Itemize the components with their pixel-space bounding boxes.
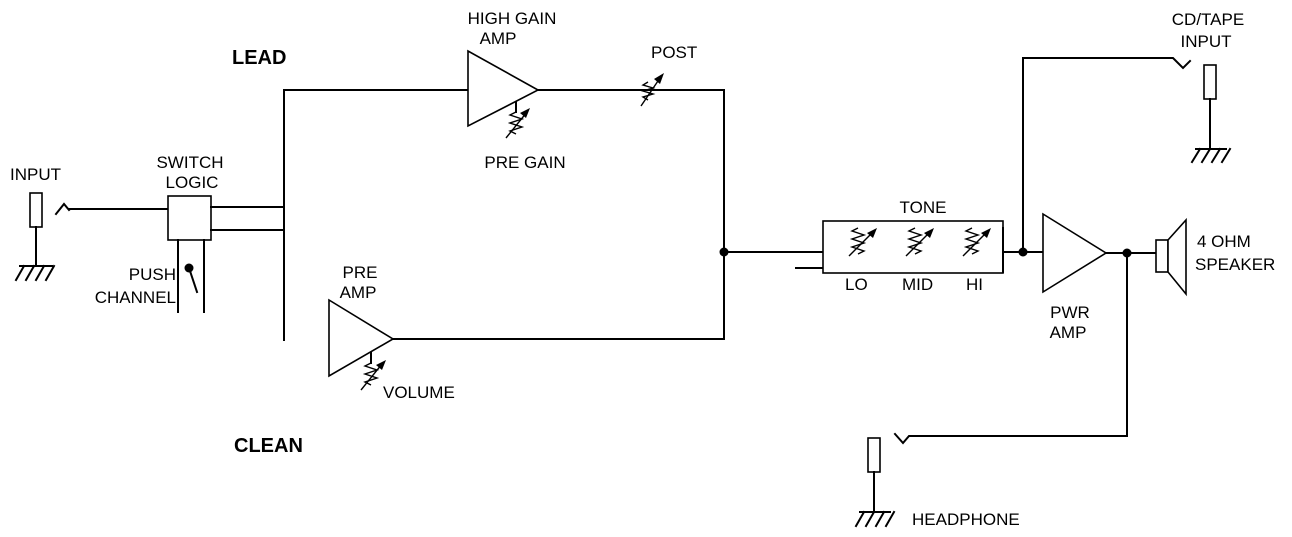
switch-logic-label-2: LOGIC [166,173,219,192]
lead-output-wire [537,89,725,253]
post-pot [640,73,664,107]
headphone-label: HEADPHONE [912,510,1020,529]
headphone-jack [854,437,896,528]
pre-gain-pot [505,101,530,139]
tone-hi-label: HI [966,275,983,294]
push-label: PUSH [129,265,176,284]
hi-pot [962,227,991,257]
pre-amp-triangle [328,298,395,378]
high-gain-amp-label: AMP [480,29,517,48]
tone-lo-label: LO [845,275,868,294]
pre-gain-label: PRE GAIN [484,153,565,172]
volume-label: VOLUME [383,383,455,402]
headphone-wire [893,252,1128,445]
switch-output-bus [210,206,285,231]
pwr-amp-label: AMP [1050,323,1087,342]
tone-mid-label: MID [902,275,933,294]
channel-label: CHANNEL [95,288,176,307]
volume-pot [360,352,386,391]
input-jack [14,192,71,282]
speaker-ohm-label: 4 OHM [1197,232,1251,251]
pre-amp-label-2: AMP [340,283,377,302]
switch-logic-label: SWITCH [156,153,223,172]
cd-tape-wire [1022,57,1192,253]
speaker-label: SPEAKER [1195,255,1275,274]
clean-channel-label: CLEAN [234,435,303,457]
high-gain-label: HIGH GAIN [468,9,557,28]
pre-amp-label: PRE [343,263,378,282]
cd-tape-label: CD/TAPE [1172,10,1244,29]
clean-output-wire [392,251,725,340]
mid-pot [905,227,934,257]
push-channel-switch [177,239,205,313]
lo-pot [848,227,877,257]
tone-label: TONE [900,198,947,217]
power-amp-triangle [1042,212,1108,294]
high-gain-amp-triangle [467,49,540,128]
input-label: INPUT [10,165,61,184]
post-label: POST [651,43,697,62]
cd-tape-jack [1190,64,1232,164]
cd-tape-input-label: INPUT [1181,32,1232,51]
speaker-icon [1155,217,1187,297]
lead-channel-label: LEAD [232,47,286,69]
switch-logic-block [167,195,212,241]
pwr-label: PWR [1050,303,1090,322]
